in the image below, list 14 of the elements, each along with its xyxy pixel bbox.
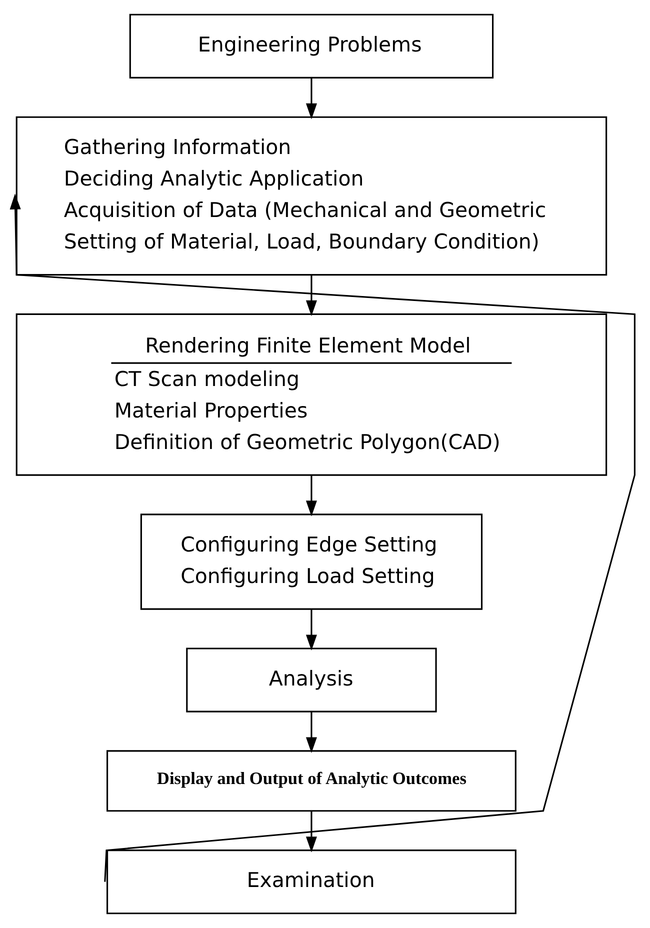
- arrow: [10, 194, 636, 882]
- node-box: Examination: [106, 850, 516, 914]
- arrow: [306, 609, 317, 651]
- arrow: [306, 475, 317, 516]
- node-box: Display and Output of Analytic Outcomes: [106, 750, 516, 812]
- arrow: [306, 78, 317, 120]
- arrow: [306, 274, 317, 316]
- node-box: Analysis: [186, 648, 437, 712]
- arrow: [306, 712, 317, 754]
- arrow: [306, 811, 317, 852]
- node-box: Rendering Finite Element Model CT Scan modeling Material Properties Definition of Geometric Polygon(CAD): [16, 313, 608, 476]
- node-box: Gathering Information Deciding Analytic Application Acquisition of Data (Mechanical and Geometric Setting of Material, Load, Boundary Condition): [16, 116, 608, 276]
- node-box: Engineering Problems: [129, 14, 494, 78]
- node-box: Configuring Edge Setting Configuring Load Setting: [140, 514, 483, 610]
